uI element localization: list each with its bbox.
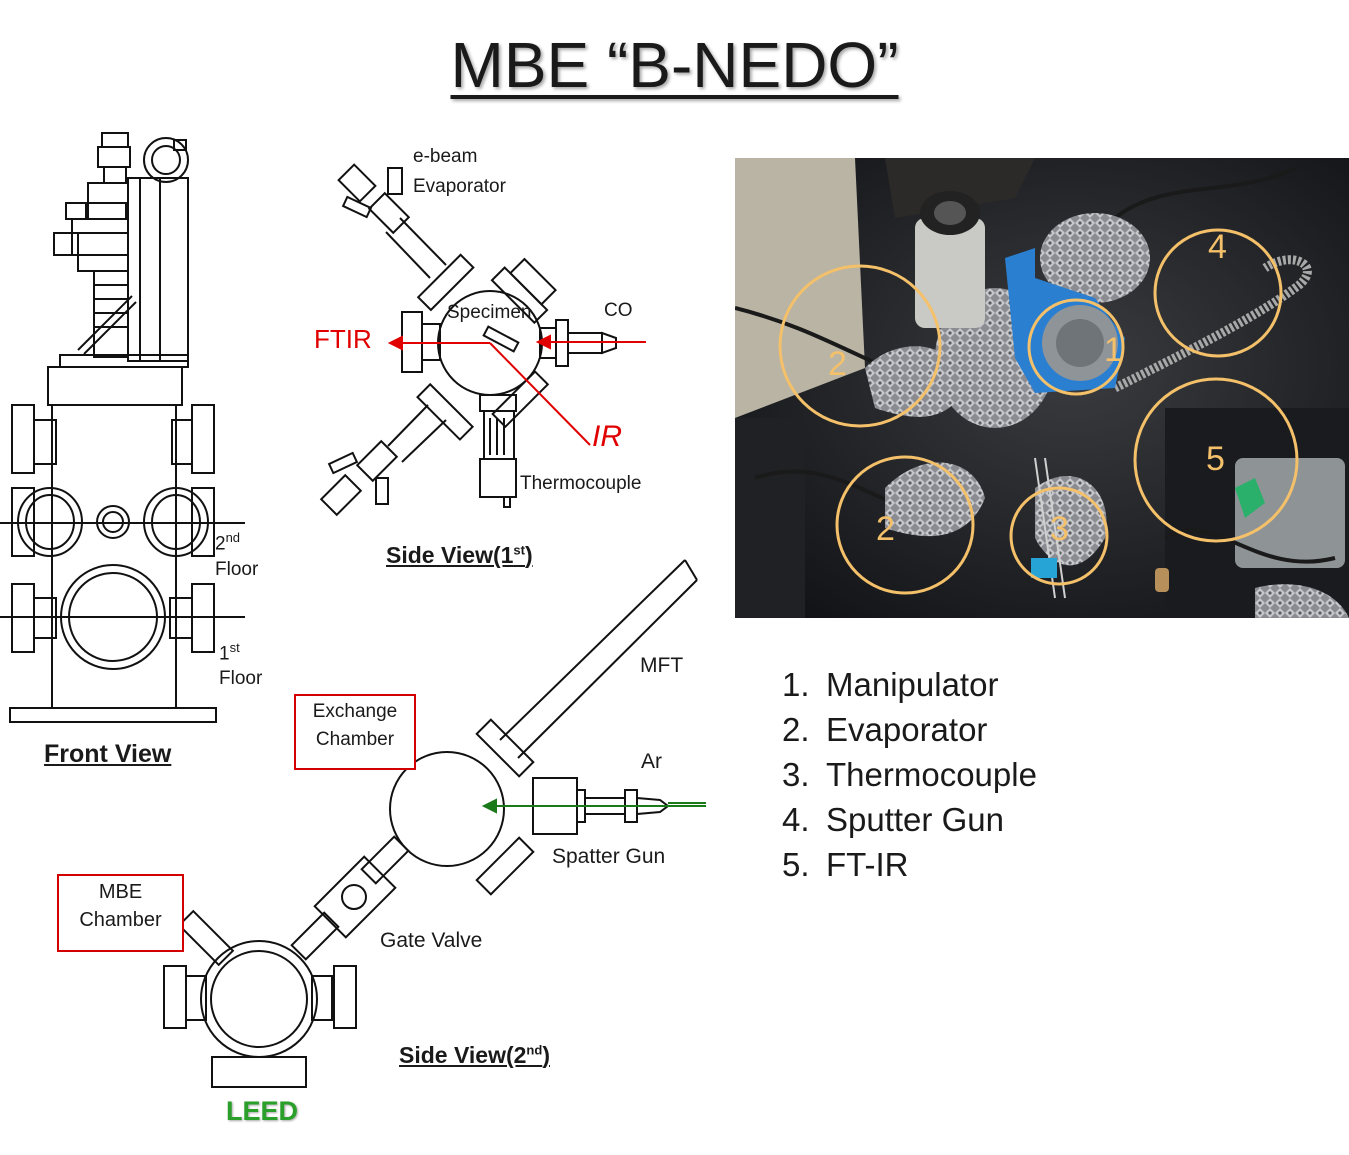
floor2-word: Floor — [215, 559, 259, 580]
component-legend: 1. Manipulator 2. Evaporator 3. Thermocoupl… — [782, 666, 1037, 891]
legend-label: FT-IR — [826, 846, 909, 883]
ir-label: IR — [592, 420, 622, 453]
ar-arrow — [481, 798, 706, 814]
thermocouple-label: Thermocouple — [520, 473, 642, 494]
legend-num: 1. — [782, 666, 810, 703]
gate-valve-label: Gate Valve — [380, 929, 483, 952]
legend-num: 4. — [782, 801, 810, 838]
side-view-1-caption: Side View(1st) — [386, 542, 533, 568]
page-title: MBE “B-NEDO” — [450, 29, 899, 101]
legend-num: 3. — [782, 756, 810, 793]
marker-2a: 2 — [828, 345, 847, 383]
side-view-2-drawing — [163, 559, 698, 1088]
co-arrow — [535, 334, 646, 350]
leed-label: LEED — [226, 1096, 299, 1126]
exchange-line-2: Chamber — [315, 729, 395, 750]
spatter-gun-label: Spatter Gun — [552, 845, 666, 868]
mbe-line-2: Chamber — [79, 909, 162, 931]
legend-label: Thermocouple — [826, 756, 1037, 793]
marker-3: 3 — [1050, 510, 1069, 548]
side-view-2-caption: Side View(2nd) — [399, 1042, 550, 1068]
ftir-arrow — [387, 335, 591, 446]
front-view-caption: Front View — [44, 740, 172, 768]
marker-4: 4 — [1208, 228, 1227, 266]
front-view-drawing — [0, 132, 245, 723]
mft-label: MFT — [640, 654, 684, 677]
ftir-label: FTIR — [314, 324, 372, 354]
legend-item: 3. Thermocouple — [782, 756, 1037, 801]
marker-2b: 2 — [876, 510, 895, 548]
specimen-label: Specimen — [447, 302, 532, 323]
legend-num: 5. — [782, 846, 810, 883]
floor2-label: 2nd — [215, 530, 241, 555]
legend-item: 5. FT-IR — [782, 846, 1037, 891]
ebeam-label: e-beam — [413, 146, 478, 167]
legend-label: Sputter Gun — [826, 801, 1004, 838]
legend-num: 2. — [782, 711, 810, 748]
legend-label: Manipulator — [826, 666, 999, 703]
legend-label: Evaporator — [826, 711, 988, 748]
exchange-chamber-label: Exchange Chamber — [294, 694, 416, 770]
legend-item: 4. Sputter Gun — [782, 801, 1037, 846]
exchange-line-1: Exchange — [312, 701, 398, 722]
marker-5: 5 — [1206, 440, 1225, 478]
floor1-label: 1st — [219, 640, 240, 665]
co-label: CO — [604, 300, 633, 321]
legend-item: 2. Evaporator — [782, 711, 1037, 756]
floor1-word: Floor — [219, 668, 263, 689]
mbe-line-1: MBE — [98, 881, 143, 903]
marker-1: 1 — [1104, 331, 1123, 369]
side-view-1-drawing — [319, 163, 617, 517]
apparatus-photo: 1 2 2 3 4 5 — [735, 158, 1349, 618]
evaporator-label: Evaporator — [413, 176, 506, 197]
photo-illustration — [735, 158, 1349, 618]
ar-label: Ar — [641, 750, 662, 773]
mbe-chamber-label: MBE Chamber — [57, 874, 184, 952]
legend-item: 1. Manipulator — [782, 666, 1037, 711]
